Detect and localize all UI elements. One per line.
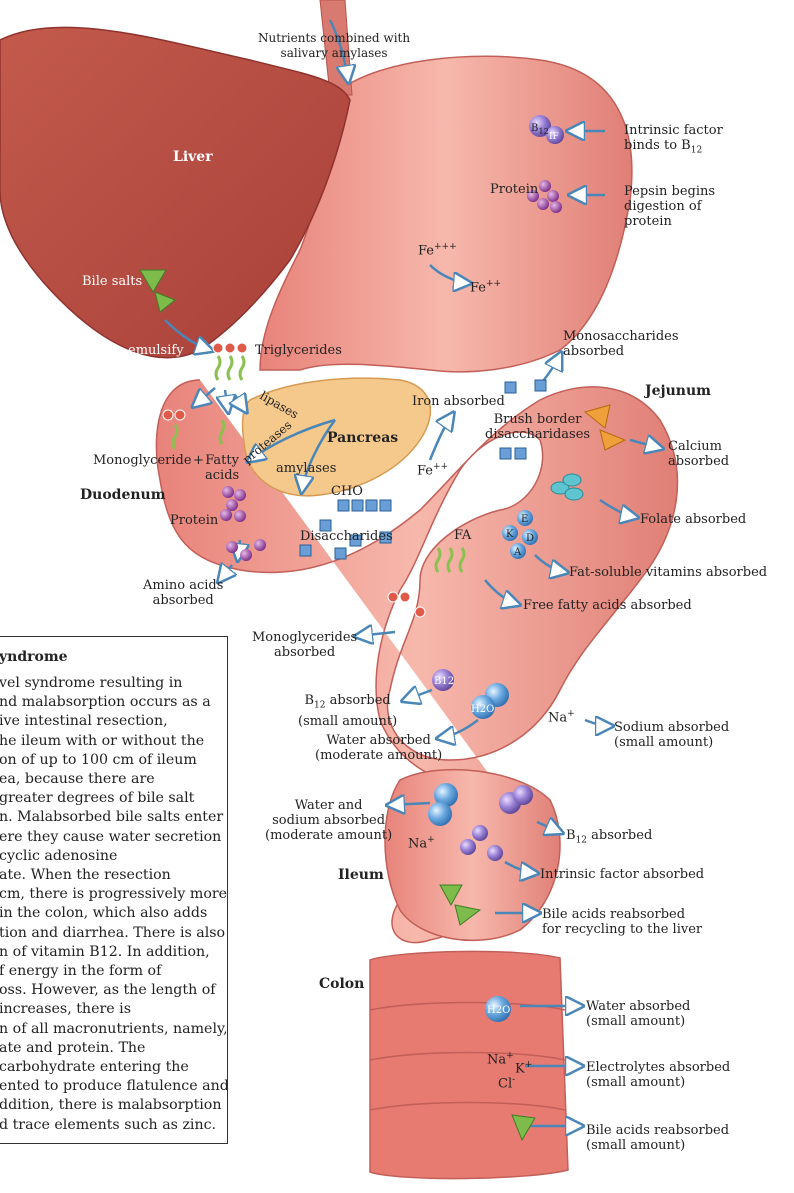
box-title: yndrome — [0, 649, 68, 665]
b12-ball-label: B12 — [531, 123, 549, 136]
pancreas-label: Pancreas — [327, 430, 399, 446]
box-text-line: oss. However, as the length of — [0, 982, 216, 999]
na-colon-label: Na+ — [487, 1051, 514, 1068]
vitamin-e-label: E — [521, 514, 529, 525]
b12-ball-jejunum-label: B12 — [434, 676, 455, 687]
box-text-line: n of vitamin B12. In addition, — [0, 943, 210, 960]
vitamin-d-label: D — [526, 533, 535, 544]
box-text-line: d trace elements such as zinc. — [0, 1116, 217, 1133]
cho-label: CHO — [331, 484, 363, 499]
box-text-line: greater degrees of bile salt — [0, 790, 195, 807]
duodenum-label: Duodenum — [80, 487, 166, 503]
folate-capsules — [550, 473, 584, 501]
box-text-line: ere they cause water secretion — [0, 828, 222, 845]
arrows — [164, 19, 660, 1126]
calcium-triangles — [583, 404, 627, 451]
plus-label: + — [193, 453, 204, 468]
box-text-line: nd malabsorption occurs as a — [0, 694, 211, 711]
iron-absorbed-label: Iron absorbed — [412, 394, 505, 409]
protein-clusters — [220, 180, 562, 561]
b12-if-balls — [432, 115, 564, 861]
amylases-label: amylases — [276, 461, 337, 476]
fatty-acid-squiggles — [171, 355, 466, 573]
box-text-line: he ileum with or without the — [0, 732, 205, 749]
na-ileum-label: Na+ — [408, 835, 435, 852]
fe3-label: Fe+++ — [418, 242, 457, 259]
vitamin-a-label: A — [514, 547, 522, 558]
protein-duo-label: Protein — [170, 513, 219, 528]
box-text-line: in the colon, which also adds — [0, 905, 208, 922]
emulsify-label: emulsify — [128, 343, 184, 358]
box-text-line: ea, because there are — [0, 771, 155, 787]
box-text-line: n. Malabsorbed bile salts enter — [0, 809, 224, 826]
box-text-line: on of up to 100 cm of ileum — [0, 751, 197, 768]
fat-soluble-label: Fat-soluble vitamins absorbed — [569, 565, 768, 580]
box-text-line: vel syndrome resulting in — [0, 675, 183, 691]
box-text-line: cm, there is progressively more — [0, 886, 228, 903]
fe-duo-label: Fe++ — [417, 462, 449, 479]
jejunum-label: Jejunum — [645, 383, 711, 399]
electrolytes-label: Electrolytes absorbed(small amount) — [586, 1060, 731, 1090]
triglyceride-chains — [162, 342, 426, 618]
monoglyceride-label: Monoglyceride — [93, 453, 192, 468]
folate-label: Folate absorbed — [640, 512, 747, 527]
b12-ileum-absorbed-label: B12 absorbed — [566, 828, 653, 846]
short-bowel-syndrome-box: yndrome vel syndrome resulting in nd mala… — [0, 636, 228, 1144]
water-moderate-label: Water absorbed(moderate amount) — [315, 733, 443, 763]
box-text-line: n of all macronutrients, namely, — [0, 1020, 228, 1037]
intrinsic-absorbed-label: Intrinsic factor absorbed — [540, 867, 705, 882]
na-label: Na+ — [548, 709, 575, 726]
free-fatty-acids-label: Free fatty acids absorbed — [523, 598, 692, 613]
box-text-line: carbohydrate entering the — [0, 1059, 189, 1075]
k-label: K+ — [515, 1060, 533, 1077]
water-balls — [428, 683, 511, 1022]
intrinsic-factor-label: Intrinsic factor binds to B12 — [624, 123, 723, 156]
bile-salt-triangles — [139, 269, 536, 1142]
box-text-line: tion and diarrhea. There is also — [0, 924, 226, 941]
box-text-line: increases, there is — [0, 1001, 131, 1018]
box-text-line: ate and protein. The — [0, 1039, 146, 1056]
carbohydrate-cubes — [299, 379, 547, 560]
fe2-label: Fe++ — [470, 279, 502, 296]
vitamin-balls — [502, 510, 538, 559]
protein-stomach-label: Protein — [490, 182, 539, 197]
liver — [0, 26, 351, 359]
liver-label: Liver — [173, 149, 213, 165]
ileum-label: Ileum — [338, 867, 384, 883]
cl-label: Cl- — [498, 1075, 516, 1092]
vitamin-k-label: K — [506, 529, 514, 540]
bile-colon-label: Bile acids reabsorbed(small amount) — [586, 1123, 730, 1153]
fa-label: FA — [454, 528, 472, 543]
b12-absorbed-label: B12 absorbed (small amount) — [298, 693, 398, 729]
box-text-line: ented to produce flatulence and — [0, 1078, 228, 1095]
water-small-label: Water absorbed(small amount) — [586, 999, 691, 1029]
h2o-ball-label: H2O — [471, 704, 495, 715]
disaccharides-label: Disaccharides — [300, 529, 393, 544]
if-ball-label: IF — [549, 132, 559, 142]
box-text-line: ddition, there is malabsorption — [0, 1097, 222, 1114]
box-text-line: cyclic adenosine — [0, 847, 118, 864]
triglycerides-label: Triglycerides — [255, 343, 342, 358]
box-text-line: f energy in the form of — [0, 963, 162, 979]
box-text-line: ate. When the resection — [0, 867, 171, 883]
box-text-line: ive intestinal resection, — [0, 713, 168, 730]
colon-label: Colon — [319, 976, 365, 992]
h2o-colon-label: H2O — [487, 1005, 511, 1016]
bile-salts-label: Bile salts — [82, 274, 143, 289]
sodium-absorbed-label: Sodium absorbed(small amount) — [614, 720, 730, 750]
